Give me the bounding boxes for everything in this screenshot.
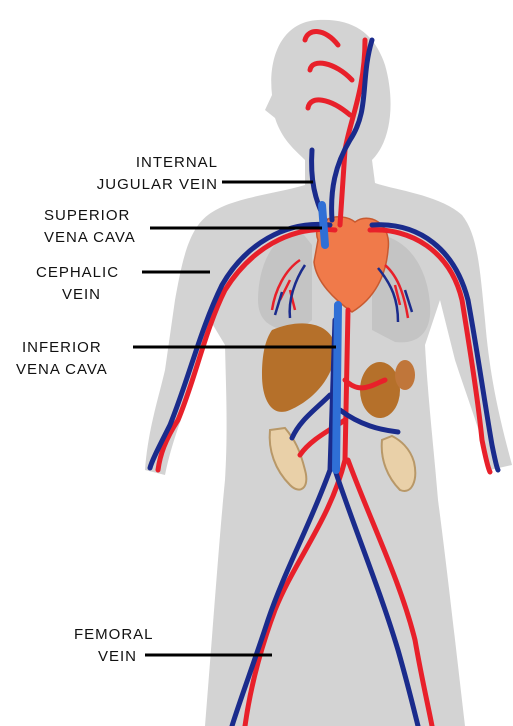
kidney-left xyxy=(395,360,415,390)
label-cephalic-vein: CEPHALIC VEIN xyxy=(36,262,119,306)
label-femoral-vein: FEMORAL VEIN xyxy=(74,624,154,668)
kidney-right xyxy=(360,362,400,418)
label-superior-vena-cava: SUPERIOR VENA CAVA xyxy=(44,205,136,249)
label-inferior-vena-cava: INFERIOR VENA CAVA xyxy=(16,337,108,381)
label-internal-jugular-vein: INTERNAL JUGULAR VEIN xyxy=(94,152,218,196)
